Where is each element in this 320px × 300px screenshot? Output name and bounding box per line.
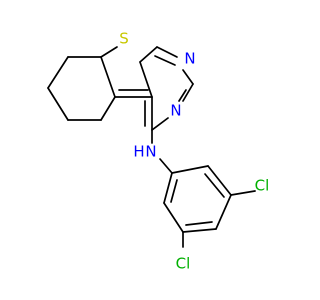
bond	[151, 117, 169, 131]
bond	[156, 46, 178, 58]
chlorine-atom-label-bottom: Cl	[176, 255, 191, 273]
bond	[182, 228, 217, 233]
nitrogen-atom-label-ring: N	[170, 102, 181, 120]
bond	[207, 165, 232, 196]
structure-diagram: S N N N H Cl Cl	[47, 30, 270, 273]
bond	[170, 179, 178, 203]
bond	[163, 202, 184, 233]
bond	[230, 190, 256, 196]
bond	[47, 56, 69, 89]
bond	[178, 89, 187, 102]
hydrogen-atom-label-amine: H	[133, 143, 144, 161]
molecule-canvas: S N N N H Cl Cl	[47, 29, 270, 273]
sulfur-atom-label: S	[119, 30, 129, 48]
bond	[159, 158, 173, 174]
bond	[139, 46, 158, 63]
bond	[100, 56, 116, 98]
bond	[215, 194, 232, 230]
nitrogen-atom-label-amine: N	[145, 143, 156, 161]
bond	[185, 221, 213, 226]
bond	[100, 46, 118, 58]
nitrogen-atom-label-top: N	[184, 50, 195, 68]
bond	[139, 61, 153, 98]
bond	[154, 55, 176, 66]
bond	[100, 96, 116, 121]
bond	[171, 165, 209, 174]
bond	[163, 172, 173, 204]
bond	[47, 87, 69, 121]
bond	[182, 69, 194, 85]
bond	[182, 83, 194, 102]
chlorine-atom-label-top: Cl	[255, 177, 270, 195]
bond	[204, 173, 225, 198]
